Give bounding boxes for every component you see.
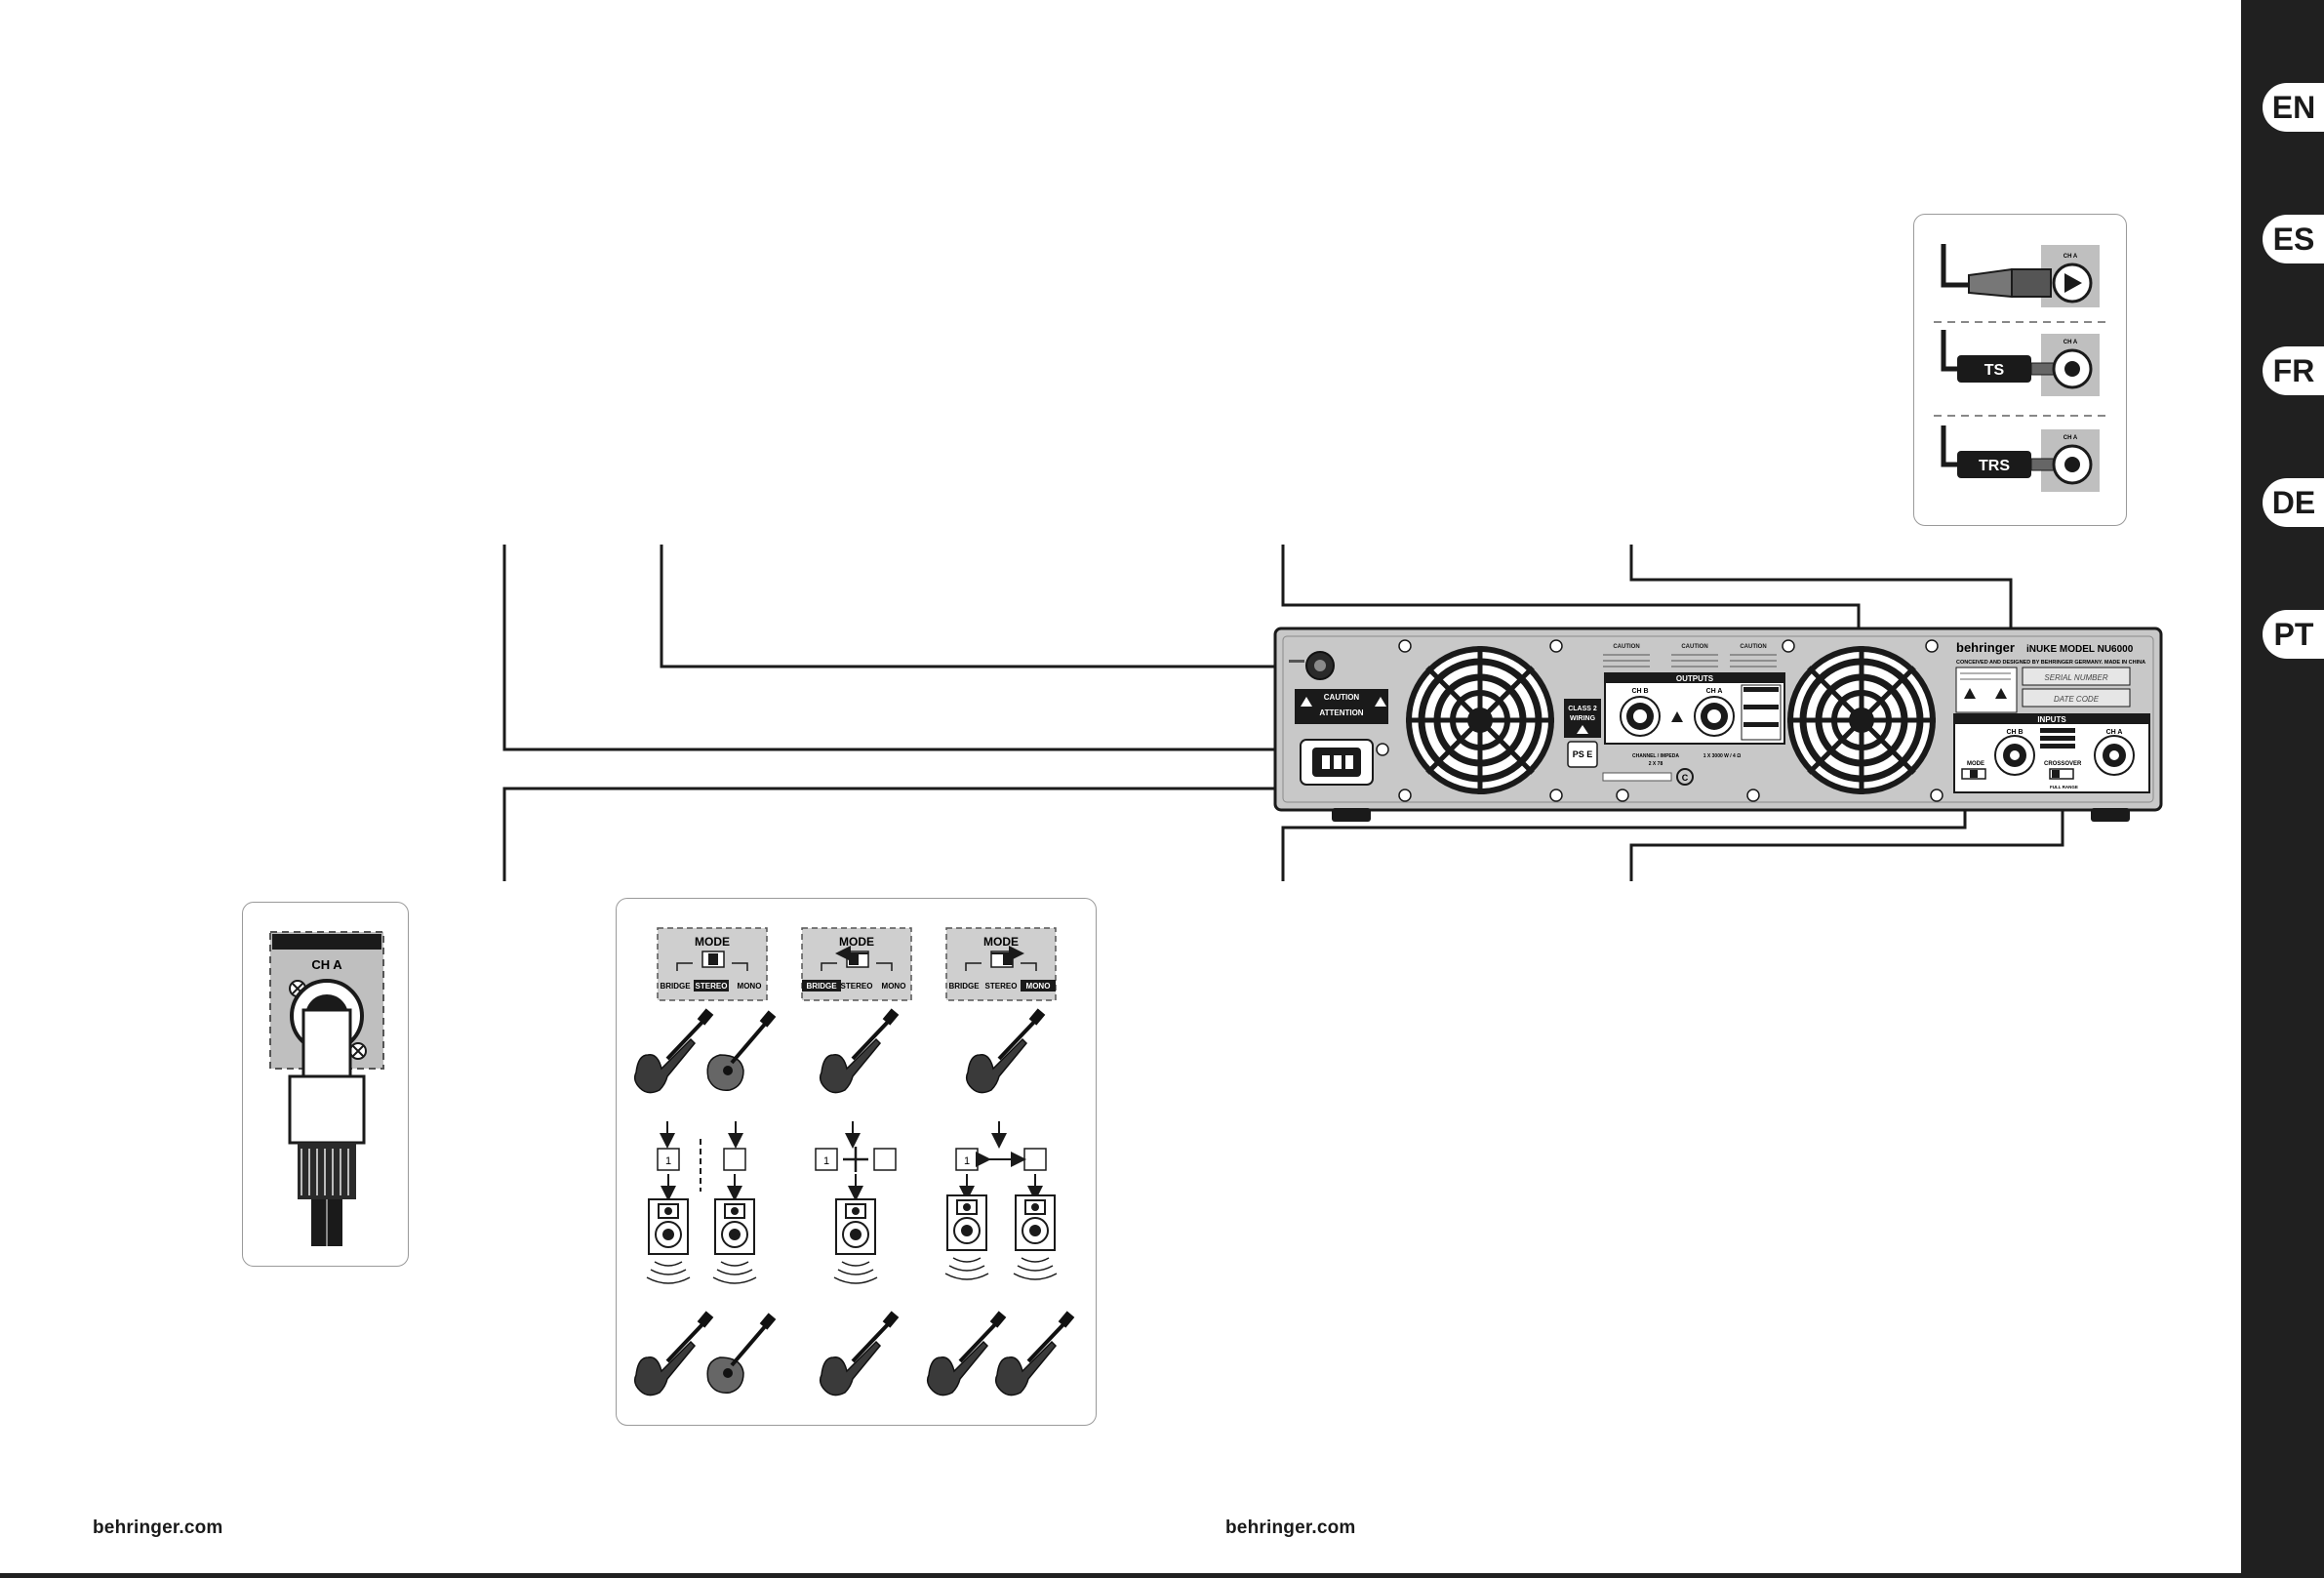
output-ch-b-label: CH B (1631, 688, 1648, 695)
ts-label: TS (1984, 362, 2005, 379)
language-sidebar: EN ES FR DE PT (2241, 0, 2324, 1578)
lang-tab-pt[interactable]: PT (2263, 610, 2324, 659)
input-ch-b-label: CH B (2006, 729, 2023, 736)
inputs-label: INPUTS (2037, 715, 2066, 724)
guitar-icons-bottom (632, 1309, 1077, 1397)
mode-bridge-cell: MODE BRIDGE STEREO MONO (657, 927, 768, 1001)
fan-left-icon (1406, 646, 1554, 794)
amp-foot-left (1332, 808, 1371, 822)
svg-text:MONO: MONO (1026, 982, 1051, 991)
caution-title: CAUTION (1324, 693, 1360, 702)
callout-line-breaker (660, 545, 1286, 668)
svg-text:MODE: MODE (983, 935, 1019, 949)
mode-switch-label: MODE (1967, 761, 1984, 767)
svg-text:CAUTION: CAUTION (1613, 644, 1639, 650)
svg-text:BRIDGE: BRIDGE (806, 982, 837, 991)
svg-text:2 X 78: 2 X 78 (1649, 761, 1663, 767)
outputs-label: OUTPUTS (1676, 674, 1714, 683)
ts-cable-row: TS CH A (1941, 330, 2100, 396)
output-ch-a-label: CH A (1706, 688, 1723, 695)
speakon-plug-icon (288, 979, 366, 1246)
trs-plug-icon (1957, 451, 2031, 478)
svg-text:CH A: CH A (2064, 254, 2078, 260)
mode-stereo-cell: MODE BRIDGE STEREO MONO (801, 927, 912, 1001)
attention-title: ATTENTION (1319, 708, 1363, 717)
amp-brand: behringer (1956, 640, 2015, 655)
ts-plug-icon (1957, 355, 2031, 383)
amp-designed-by: CONCEIVED AND DESIGNED BY BEHRINGER GERM… (1956, 660, 2145, 666)
amp-foot-right (2091, 808, 2130, 822)
svg-text:CH A: CH A (2064, 435, 2078, 441)
svg-text:CH A: CH A (2064, 340, 2078, 345)
xlr-combo-input-ch-b[interactable] (1994, 735, 2035, 776)
svg-text:BRIDGE: BRIDGE (660, 982, 691, 991)
svg-text:BRIDGE: BRIDGE (948, 982, 980, 991)
lang-tab-en[interactable]: EN (2263, 83, 2324, 132)
guitar-icons-top (632, 1006, 1048, 1095)
channel-rating-label: CHANNEL / IMPEDA (1632, 753, 1679, 759)
lang-tab-de[interactable]: DE (2263, 478, 2324, 527)
trs-label: TRS (1979, 458, 2010, 474)
svg-text:MODE: MODE (839, 935, 874, 949)
speakon-connector-panel: CH A (242, 902, 409, 1267)
svg-text:STEREO: STEREO (841, 982, 873, 991)
svg-text:MODE: MODE (695, 935, 730, 949)
xlr-plug-icon (1968, 267, 2013, 299)
svg-text:CAUTION: CAUTION (1681, 644, 1707, 650)
input-connector-panel: CH A TS CH A TRS CH A (1913, 214, 2127, 526)
svg-text:STEREO: STEREO (985, 982, 1018, 991)
speakon-output-ch-b[interactable] (1620, 696, 1661, 737)
svg-text:C: C (1682, 773, 1689, 783)
date-code-label: DATE CODE (2054, 695, 2100, 704)
svg-text:STEREO: STEREO (696, 982, 728, 991)
lang-tab-fr[interactable]: FR (2263, 346, 2324, 395)
footer-brand-right[interactable]: behringer.com (1225, 1517, 1356, 1538)
bottom-rule (0, 1573, 2241, 1578)
speakon-ch-label: CH A (311, 957, 342, 972)
svg-text:CLASS 2: CLASS 2 (1568, 706, 1597, 712)
serial-number-label: SERIAL NUMBER (2044, 673, 2107, 682)
xlr-cable-row: CH A (1941, 244, 2100, 307)
amplifier-rear-panel: CAUTION ATTENTION CLASS 2 WIRING PS E CA… (1273, 627, 2163, 822)
crossover-switch[interactable] (2049, 768, 2074, 780)
svg-text:1: 1 (823, 1155, 829, 1167)
crossover-switch-label: CROSSOVER (2044, 761, 2082, 767)
svg-text:MONO: MONO (738, 982, 762, 991)
footer-brand-left[interactable]: behringer.com (93, 1517, 223, 1538)
mode-mono-cell: MODE BRIDGE STEREO MONO (945, 927, 1057, 1001)
amp-model: iNUKE MODEL NU6000 (2026, 644, 2134, 655)
svg-text:WIRING: WIRING (1570, 715, 1596, 722)
svg-text:MONO: MONO (882, 982, 906, 991)
svg-text:CAUTION: CAUTION (1740, 644, 1766, 650)
speakon-output-ch-a[interactable] (1694, 696, 1735, 737)
trs-cable-row: TRS CH A (1941, 425, 2100, 492)
svg-text:1: 1 (665, 1155, 671, 1167)
ps-mark: PS E (1573, 749, 1593, 759)
channel-boxes: 1 1 1 (657, 1147, 1047, 1172)
callout-line-power (502, 545, 1360, 751)
full-range-label: FULL RANGE (2050, 785, 2078, 789)
svg-text:1 X 3000 W / 4 Ω: 1 X 3000 W / 4 Ω (1703, 753, 1741, 759)
mode-diagram-panel: MODE BRIDGE STEREO MONO MODE BRIDGE STER… (616, 898, 1097, 1426)
callout-lines (502, 545, 2064, 881)
fan-right-icon (1787, 646, 1936, 794)
xlr-combo-input-ch-a[interactable] (2094, 735, 2135, 776)
svg-text:1: 1 (964, 1155, 970, 1167)
input-ch-a-label: CH A (2106, 729, 2123, 736)
speaker-icons (646, 1194, 1058, 1284)
lang-tab-es[interactable]: ES (2263, 215, 2324, 263)
